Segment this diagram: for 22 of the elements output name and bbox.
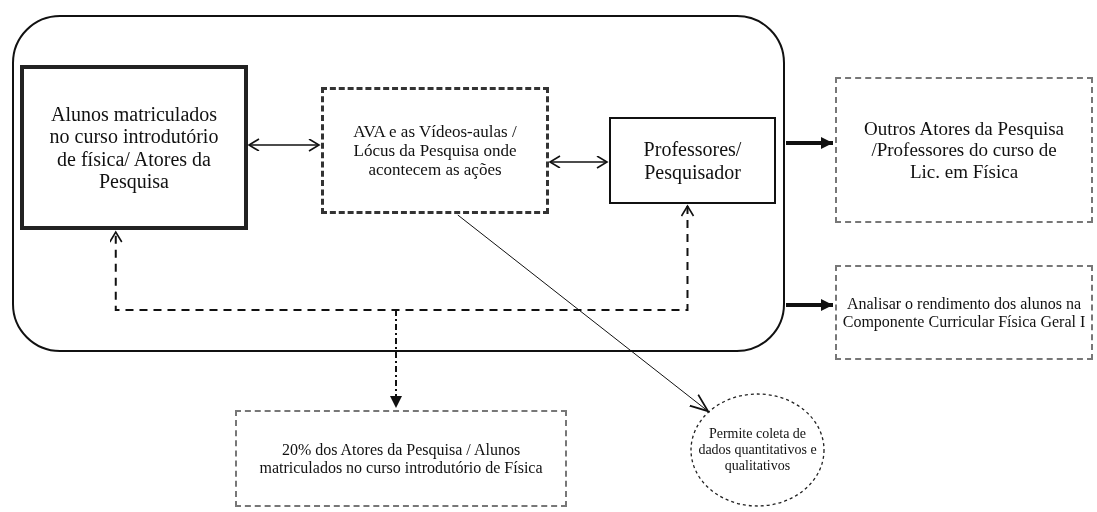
node-text: 20% dos Atores da Pesquisa / Alunos matriculados no curso introdutório de Física [258,440,544,477]
node-text: Outros Atores da Pesquisa /Professores do curso de Lic. em Física [863,118,1065,182]
text-box [235,410,567,507]
node-text: Professores/ Pesquisador [642,138,743,183]
text-box [835,77,1093,223]
text-box [609,117,776,204]
node-text: Permite coleta de dados quantitativos e qualitativos [697,426,818,474]
arrow [549,155,608,169]
dashed-arrow [390,309,402,409]
arrow [786,137,833,149]
node-text: AVA e as Vídeos-aulas / Lócus da Pesquisa onde acontecem as ações [352,121,518,180]
arrow [248,138,320,152]
arrow [457,214,709,413]
text-box [321,87,549,214]
text-box [835,265,1093,360]
rounded-frame [12,15,785,352]
node-text: Alunos matriculados no curso introdutório de física/ Atores da Pesquisa [48,102,220,193]
node-text: Analisar o rendimento dos alunos na Componente Curricular Física Geral I [841,294,1087,331]
dashed-arrow [108,205,695,311]
arrow [786,299,833,311]
dashed-ellipse [690,393,825,507]
text-box [20,65,248,230]
